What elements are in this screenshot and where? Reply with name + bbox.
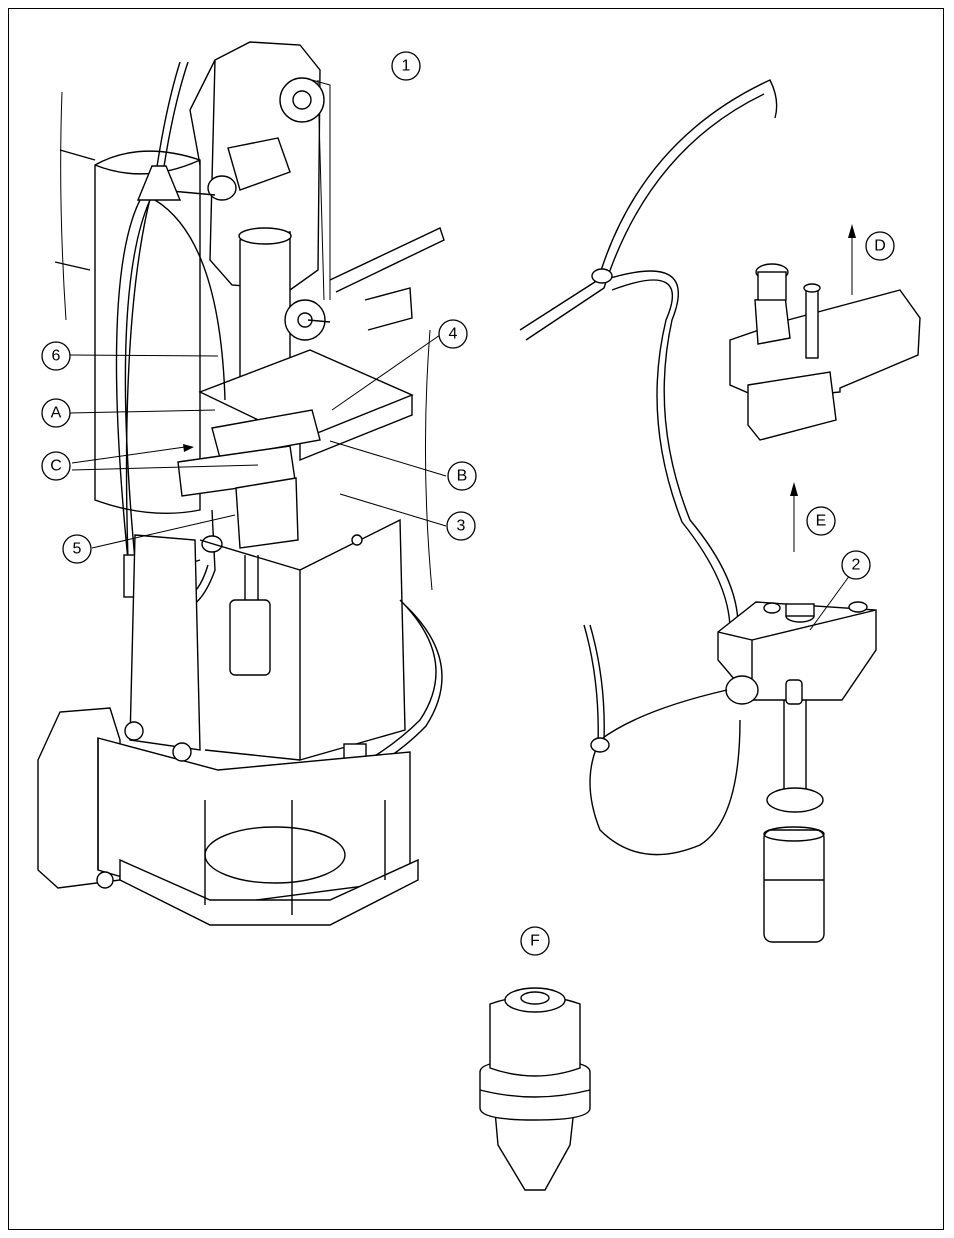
svg-text:4: 4 — [449, 326, 458, 343]
callout-c: C — [42, 452, 70, 480]
callout-1: 1 — [392, 52, 420, 80]
callout-f: F — [521, 927, 549, 955]
sampler-head-drawing — [520, 80, 920, 942]
callout-5: 5 — [63, 535, 91, 563]
svg-text:3: 3 — [457, 518, 466, 535]
svg-text:1: 1 — [402, 58, 411, 75]
callout-a: A — [42, 399, 70, 427]
svg-text:C: C — [50, 458, 62, 475]
callout-b: B — [448, 462, 476, 490]
callout-d: D — [866, 232, 894, 260]
callout-6: 6 — [42, 342, 70, 370]
svg-text:D: D — [874, 238, 886, 255]
arrow-d — [848, 224, 856, 295]
callout-3: 3 — [447, 512, 475, 540]
svg-text:6: 6 — [52, 348, 61, 365]
svg-text:2: 2 — [852, 557, 861, 574]
svg-text:B: B — [457, 468, 468, 485]
nozzle-drawing — [480, 988, 590, 1190]
svg-text:5: 5 — [73, 541, 82, 558]
callout-2: 2 — [842, 551, 870, 579]
svg-text:F: F — [530, 933, 540, 950]
callout-e: E — [807, 507, 835, 535]
main-assembly-drawing — [38, 42, 444, 925]
callout-4: 4 — [439, 320, 467, 348]
arrow-e — [790, 482, 798, 552]
svg-text:E: E — [816, 513, 827, 530]
svg-text:A: A — [51, 405, 62, 422]
